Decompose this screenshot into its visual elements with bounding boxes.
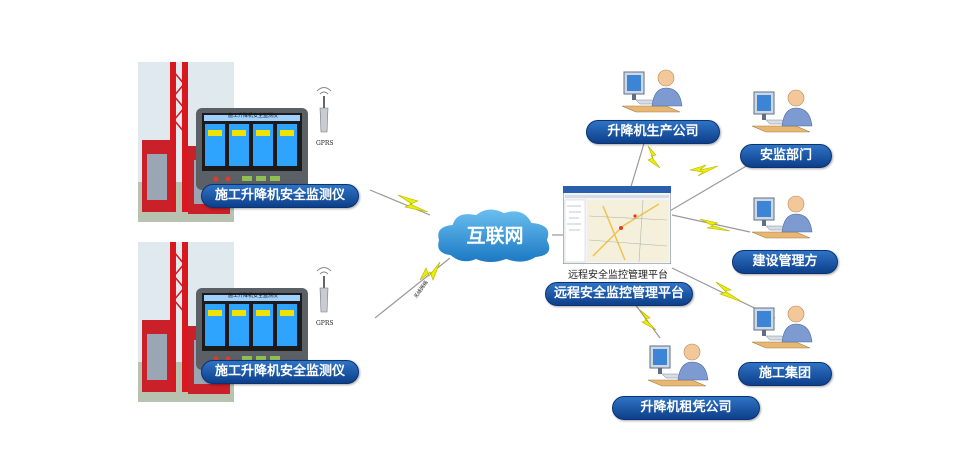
- client-label-1: 升降机生产公司: [586, 120, 720, 144]
- lightning-icon: [715, 281, 743, 303]
- platform-caption: 远程安全监控管理平台: [568, 270, 668, 281]
- client-label-5: 升降机租凭公司: [612, 396, 760, 420]
- device-label-1: 施工升降机安全监测仪: [201, 184, 359, 208]
- workstation-user-icon: [752, 305, 813, 349]
- client-label-2: 安监部门: [740, 144, 832, 168]
- lightning-icon: [699, 218, 731, 232]
- link-client-2: [667, 157, 761, 213]
- monitor-device-icon: [196, 288, 308, 370]
- workstation-user-icon: [752, 89, 813, 133]
- antenna-icon: [316, 87, 332, 133]
- platform-label: 远程安全监控管理平台: [545, 282, 693, 306]
- client-label-4: 施工集团: [738, 362, 832, 386]
- link-client-1: [629, 139, 646, 191]
- lightning-icon: [689, 164, 719, 177]
- monitor-screen-title: 施工升降机安全监测仪: [228, 113, 279, 119]
- antenna-icon: [316, 267, 332, 313]
- link-device-2: [374, 257, 451, 319]
- monitor-device-icon: [196, 108, 308, 190]
- cloud-icon: [436, 207, 552, 264]
- monitor-screen-title: 施工升降机安全监测仪: [228, 293, 279, 299]
- workstation-user-icon: [752, 195, 813, 239]
- lightning-icon: [639, 309, 657, 331]
- cloud-label: 互联网: [466, 225, 524, 247]
- lightning-icon: [647, 145, 661, 169]
- workstation-user-icon: [648, 343, 709, 387]
- workstation-user-icon: [622, 69, 683, 113]
- platform-screen-icon: [563, 186, 671, 264]
- lightning-icon: [419, 261, 441, 281]
- antenna-label: GPRS: [316, 140, 334, 147]
- lightning-icon: [397, 194, 429, 213]
- device-label-2: 施工升降机安全监测仪: [201, 360, 359, 384]
- client-label-3: 建设管理方: [732, 250, 838, 274]
- link-device-1: [369, 189, 431, 216]
- antenna-label: GPRS: [316, 320, 334, 327]
